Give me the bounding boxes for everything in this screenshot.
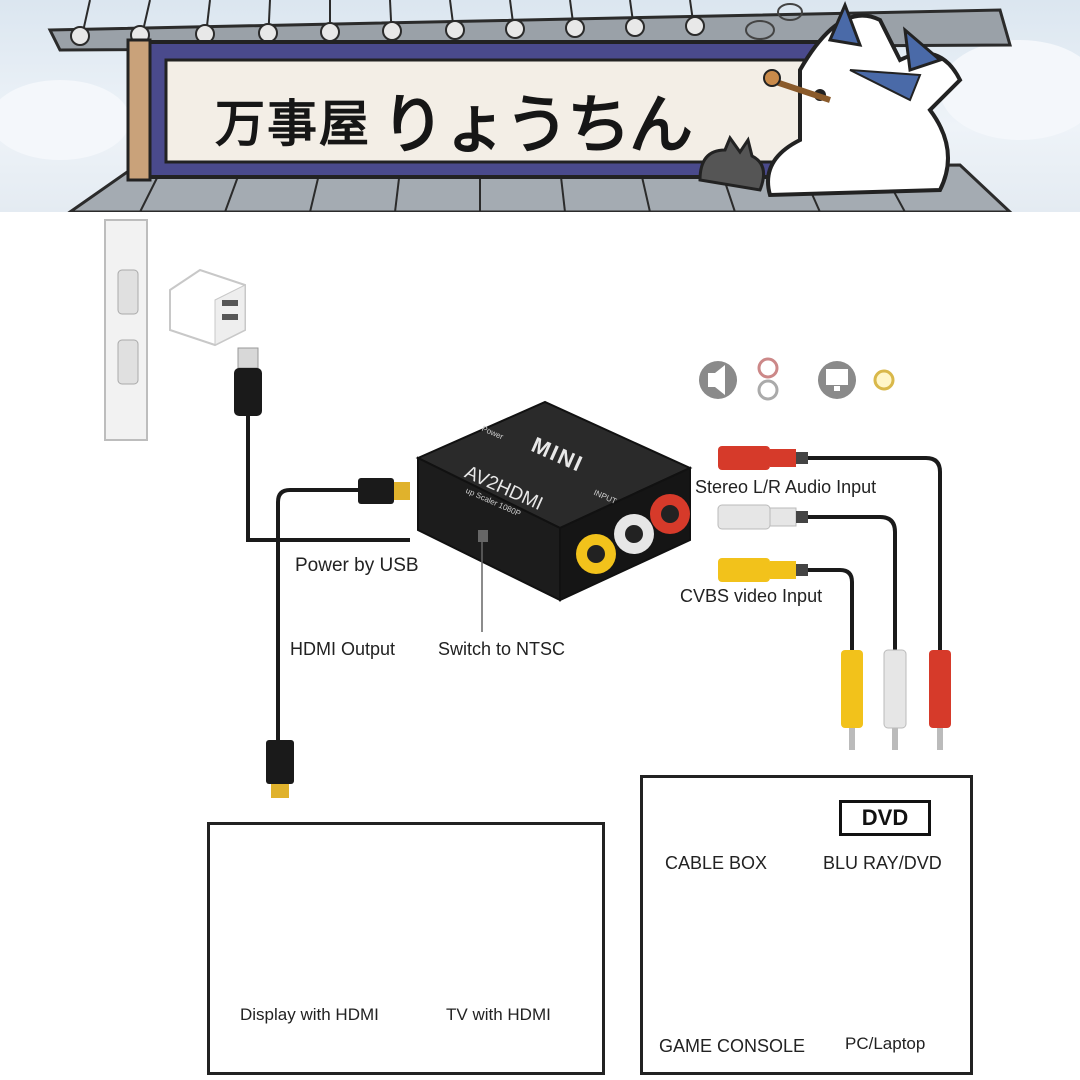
wall-outlet-icon <box>104 219 148 441</box>
input-device-label: GAME CONSOLE <box>659 1036 806 1056</box>
hdmi-plug-bottom-icon <box>266 740 294 798</box>
dvd-badge-text: DVD <box>861 805 909 830</box>
dvd-icon: DVD <box>839 800 931 836</box>
power-by-usb-label: Power by USB <box>295 555 419 576</box>
usb-power-adapter-icon <box>169 268 246 347</box>
rca-video-jack-icon <box>873 369 895 391</box>
hdmi-plug-top-icon <box>358 478 410 504</box>
rca-audio-jacks-icon <box>757 357 779 401</box>
header-banner: 万事屋 りょうちん <box>0 0 1080 212</box>
rca-yellow-cable <box>718 558 863 750</box>
speaker-icon <box>699 361 737 399</box>
shop-name-kana: りょうちん <box>381 88 693 163</box>
input-device-label: PC/Laptop <box>845 1034 926 1053</box>
cvbs-video-input-label: CVBS video Input <box>680 586 823 606</box>
hdmi-output-label: HDMI Output <box>290 639 396 659</box>
usb-plug-icon <box>234 347 262 416</box>
input-device-label: BLU RAY/DVD <box>823 853 942 873</box>
input-device-label: CABLE BOX <box>665 853 768 873</box>
display-small-icon <box>818 361 856 399</box>
stereo-audio-input-label: Stereo L/R Audio Input <box>695 477 877 497</box>
output-device-label: Display with HDMI <box>240 1005 379 1024</box>
av2hdmi-converter-icon <box>415 400 693 602</box>
rca-white-cable <box>717 504 907 750</box>
rca-red-cable <box>718 446 951 750</box>
shop-sign-title: 万事屋 りょうちん <box>215 82 735 163</box>
banner-illustration <box>0 0 1080 212</box>
shop-name-kanji: 万事屋 <box>215 94 371 153</box>
switch-to-ntsc-label: Switch to NTSC <box>438 639 566 659</box>
output-device-label: TV with HDMI <box>446 1005 551 1024</box>
output-devices-panel: Display with HDMI TV with HDMI <box>207 822 605 1075</box>
input-devices-panel: CABLE BOX DVD BLU RAY/DVD GAME CONSOLE P… <box>640 775 973 1075</box>
